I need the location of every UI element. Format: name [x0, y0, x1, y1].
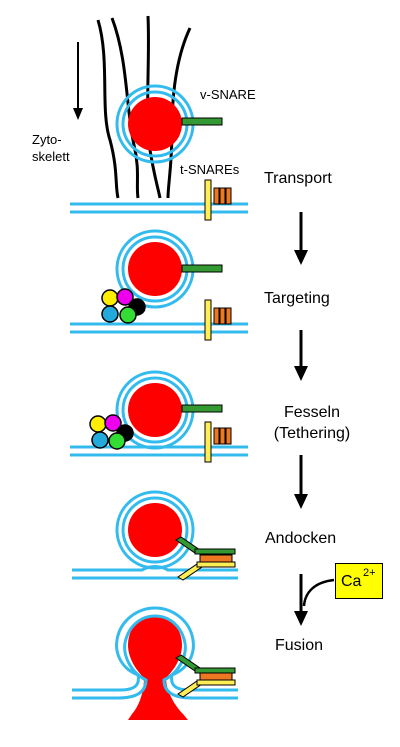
vesicle-lumen [128, 503, 182, 557]
v-snare [181, 264, 223, 273]
step-sublabel-tethering: (Tethering) [273, 425, 351, 442]
v-snare-label: v-SNARE [200, 87, 256, 102]
fusion-pore-lumen [128, 616, 188, 720]
cytoskeleton-direction-arrow [73, 42, 83, 120]
plasma-membrane [70, 322, 248, 334]
vesicle-lumen [128, 242, 182, 296]
vesicle-lumen [128, 97, 182, 151]
cis-snare-complex [175, 654, 236, 698]
v-snare [181, 404, 223, 413]
stage-docking [72, 490, 238, 581]
tethering-factors [101, 288, 146, 324]
step-label-transport: Transport [264, 170, 332, 187]
stage-fusion [72, 606, 238, 720]
down-arrow-2 [294, 330, 308, 381]
tethering-factors [89, 414, 134, 450]
down-arrow-3 [294, 455, 308, 509]
calcium-ion-box: Ca 2+ [335, 563, 383, 599]
fused-membrane [72, 606, 238, 700]
t-snare-complex [204, 421, 232, 463]
step-label-fusion: Fusion [275, 637, 324, 654]
calcium-symbol: Ca [341, 573, 362, 590]
t-snares-label: t-SNAREs [180, 162, 240, 177]
trans-snare-complex [175, 536, 236, 581]
step-label-targeting: Targeting [264, 290, 330, 307]
step-label-tethering: Fesseln [283, 404, 341, 421]
t-snare-complex [204, 299, 232, 341]
stage-targeting [70, 229, 248, 341]
step-label-docking: Andocken [265, 530, 337, 547]
calcium-trigger-curve [302, 578, 335, 607]
v-snare [181, 117, 223, 126]
cytoskeleton-label-line2: skelett [32, 149, 70, 164]
calcium-charge: 2+ [363, 567, 376, 579]
down-arrow-1 [294, 212, 308, 265]
down-arrow-4 [294, 574, 335, 626]
vesicle-lumen [128, 383, 182, 437]
plasma-membrane [70, 202, 248, 214]
cytoskeleton-label-line1: Zyto- [32, 132, 62, 147]
stage-transport [70, 84, 248, 221]
t-snare-complex [204, 179, 232, 221]
stage-tethering [70, 370, 248, 463]
